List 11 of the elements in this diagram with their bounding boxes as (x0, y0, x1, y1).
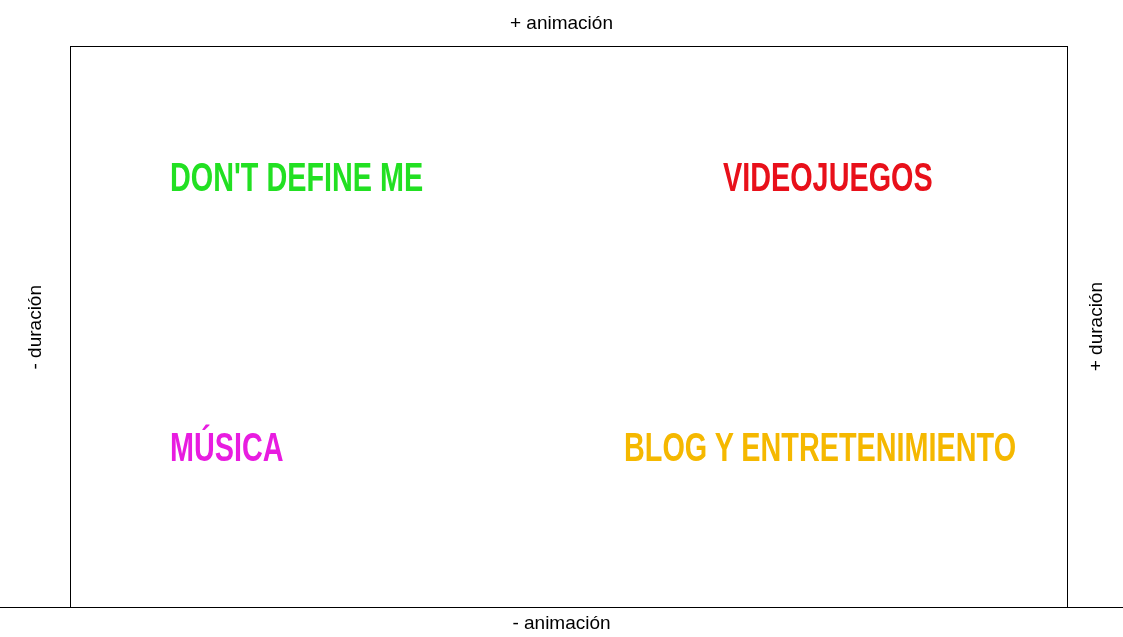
axis-label: - duración (24, 284, 46, 370)
axis-band (1067, 46, 1123, 608)
category-label: BLOG Y ENTRETENIMIENTO (624, 427, 1017, 467)
axis-label: - animación (512, 611, 611, 634)
axis-band (0, 607, 1123, 637)
axis-band (0, 46, 71, 608)
category-label: VIDEOJUEGOS (723, 157, 933, 197)
axis-label: + duración (1084, 282, 1107, 372)
axis-band (0, 0, 1123, 47)
axis-label: + animación (510, 12, 613, 34)
category-label: DON'T DEFINE ME (170, 157, 424, 197)
